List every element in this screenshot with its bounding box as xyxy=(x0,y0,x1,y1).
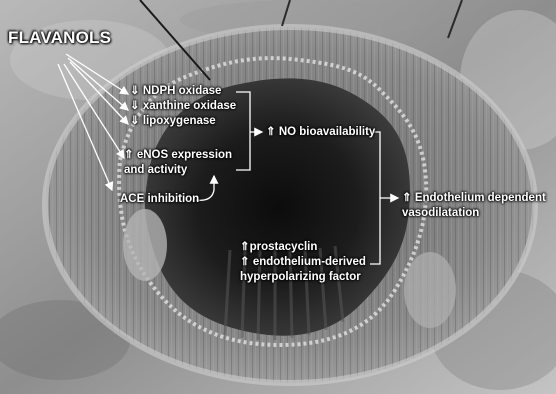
prostacyclin-label: ⇑prostacyclin xyxy=(240,240,317,254)
arrow-to-lipoxygenase xyxy=(70,62,128,124)
bracket-downstream xyxy=(370,132,380,264)
ace-inhibition-label: ACE inhibition xyxy=(120,192,199,206)
no-bioavailability-label: ⇑ NO bioavailability xyxy=(266,125,375,139)
ndph-oxidase-label: ⇓ NDPH oxidase xyxy=(130,84,221,98)
flavanols-title: FLAVANOLS xyxy=(8,28,111,48)
outcome-label-line1: ⇑ Endothelium dependent xyxy=(402,191,546,205)
edhf-label-line2: hyperpolarizing factor xyxy=(240,270,361,284)
edhf-label-line1: ⇑ endothelium-derived xyxy=(240,255,366,269)
enos-label-line2: and activity xyxy=(124,163,187,177)
xanthine-oxidase-label: ⇓ xanthine oxidase xyxy=(130,99,236,113)
arrow-to-ndph xyxy=(66,54,128,94)
bracket-upstream xyxy=(236,92,250,170)
enos-label-line1: ⇑ eNOS expression xyxy=(124,148,232,162)
outcome-label-line2: vasodilatation xyxy=(402,206,479,220)
lipoxygenase-label: ⇓ lipoxygenase xyxy=(130,114,216,128)
